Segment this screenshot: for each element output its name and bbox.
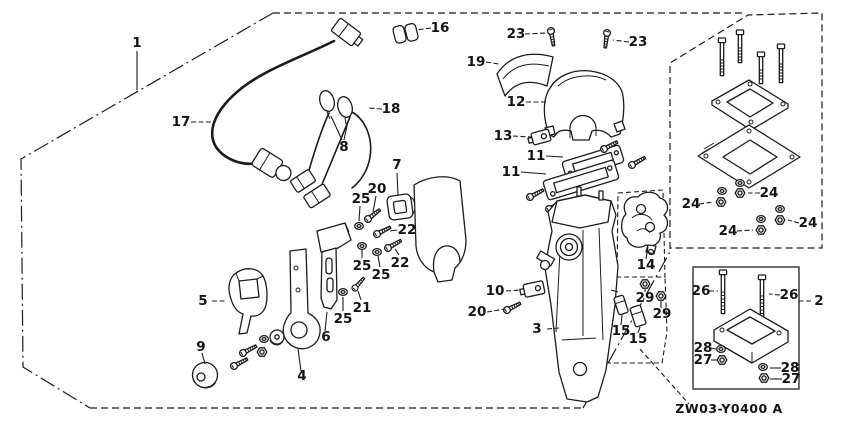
callout-20-b: 20 bbox=[468, 304, 487, 320]
callout-28-a: 28 bbox=[694, 340, 713, 356]
callout-22-a: 22 bbox=[398, 222, 417, 238]
hardware-kit-box-outline bbox=[669, 12, 823, 249]
part-25-washer-c bbox=[372, 247, 382, 257]
part-spacer-block bbox=[713, 308, 789, 364]
part-8-connectors bbox=[319, 90, 353, 125]
callout-25-c: 25 bbox=[372, 267, 391, 283]
callout-15-a: 15 bbox=[612, 323, 631, 339]
part-7-block bbox=[386, 193, 416, 221]
callout-10: 10 bbox=[486, 283, 505, 299]
callout-28-b: 28 bbox=[781, 360, 800, 376]
part-17-cable bbox=[211, 17, 364, 182]
part-5-grip bbox=[228, 268, 268, 335]
callout-14: 14 bbox=[637, 257, 656, 273]
part-29-nut-a bbox=[639, 279, 651, 289]
callout-9: 9 bbox=[196, 339, 205, 355]
part-21-bolt bbox=[350, 275, 367, 293]
mount-kit-box-outline bbox=[692, 266, 800, 390]
part-22-bolt-a bbox=[371, 223, 393, 240]
callout-29-b: 29 bbox=[653, 306, 672, 322]
callout-1: 1 bbox=[132, 35, 141, 51]
callout-6: 6 bbox=[321, 329, 330, 345]
part-23-screw-a bbox=[546, 26, 558, 48]
callout-23-b: 23 bbox=[629, 34, 648, 50]
callout-27-a: 27 bbox=[694, 352, 713, 368]
callout-24-c: 24 bbox=[719, 223, 738, 239]
callout-11-a: 11 bbox=[527, 148, 546, 164]
callout-16: 16 bbox=[431, 20, 450, 36]
part-3-housing bbox=[536, 186, 619, 403]
callout-8: 8 bbox=[339, 139, 348, 155]
callout-24-d: 24 bbox=[799, 215, 818, 231]
callout-11-b: 11 bbox=[502, 164, 521, 180]
part-15-block-b bbox=[629, 304, 647, 328]
part-16-clip bbox=[392, 23, 419, 44]
part-14-bracket bbox=[620, 191, 669, 256]
callout-26-a: 26 bbox=[692, 283, 711, 299]
kit-bolts bbox=[717, 29, 786, 85]
part-25-washer-d bbox=[338, 287, 348, 297]
callout-27-b: 27 bbox=[782, 371, 801, 387]
callout-26-b: 26 bbox=[780, 287, 799, 303]
callout-12: 12 bbox=[507, 94, 526, 110]
part-9-knob bbox=[191, 361, 219, 389]
part-4-lever-arm bbox=[282, 248, 321, 350]
part-19-sheet bbox=[496, 53, 554, 97]
part-20-screw-a bbox=[362, 206, 383, 225]
callout-19: 19 bbox=[467, 54, 486, 70]
callout-24-a: 24 bbox=[682, 196, 701, 212]
callout-7: 7 bbox=[392, 157, 401, 173]
part-11-bracket-lower bbox=[542, 159, 620, 201]
part-20-screw-b bbox=[501, 299, 523, 316]
callout-20-a: 20 bbox=[368, 181, 387, 197]
callout-13: 13 bbox=[494, 128, 513, 144]
callout-25-d: 25 bbox=[334, 311, 353, 327]
callout-3: 3 bbox=[532, 321, 541, 337]
callout-15-b: 15 bbox=[629, 331, 648, 347]
part-6-lever bbox=[316, 222, 352, 310]
callout-labels: 1 16 23 23 19 12 17 18 8 13 11 11 7 20 2… bbox=[132, 20, 823, 387]
part-26-bolts bbox=[718, 269, 767, 318]
callout-23-a: 23 bbox=[507, 26, 526, 42]
part-23-screw-b bbox=[601, 28, 612, 49]
part-25-washer-a bbox=[354, 221, 364, 231]
part-22-bolt-b bbox=[382, 236, 404, 254]
lever-hardware bbox=[228, 329, 285, 372]
callout-2: 2 bbox=[814, 293, 823, 309]
friction-plate bbox=[413, 176, 467, 283]
kit-gasket-thick bbox=[711, 79, 789, 131]
part-13-clamp bbox=[527, 128, 552, 146]
callout-21: 21 bbox=[353, 300, 372, 316]
part-15-block-a bbox=[613, 294, 629, 316]
callout-4: 4 bbox=[297, 368, 306, 384]
part-10-clip bbox=[519, 280, 546, 298]
callout-25-a: 25 bbox=[352, 191, 371, 207]
part-25-washer-b bbox=[357, 241, 367, 251]
callout-24-b: 24 bbox=[760, 185, 779, 201]
part-12-boot bbox=[543, 70, 626, 141]
kit-gasket-thin bbox=[697, 124, 801, 189]
callout-25-b: 25 bbox=[353, 258, 372, 274]
leader-lines bbox=[136, 27, 811, 380]
drawing-code: ZW03-Y0400 A bbox=[675, 401, 782, 416]
callout-5: 5 bbox=[198, 293, 207, 309]
callout-17: 17 bbox=[172, 114, 191, 130]
callout-18: 18 bbox=[382, 101, 401, 117]
callout-29-a: 29 bbox=[636, 290, 655, 306]
callout-22-b: 22 bbox=[391, 255, 410, 271]
part-29-nut-b bbox=[655, 291, 667, 301]
